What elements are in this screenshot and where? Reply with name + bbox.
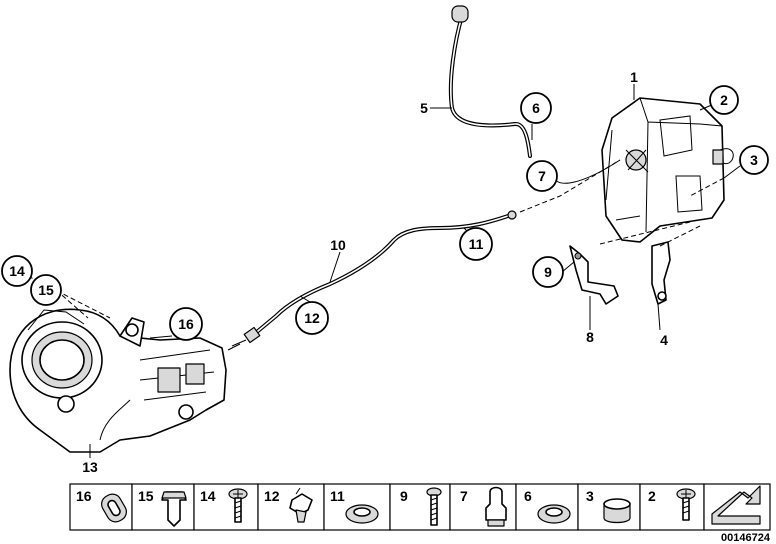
grommet-oval-icon — [101, 493, 127, 523]
callout-3-circle — [739, 145, 769, 175]
arrow-icon — [711, 485, 761, 525]
bracket-part-8 — [569, 245, 619, 305]
cap-icon — [603, 498, 631, 524]
bulb-socket-icon — [485, 486, 507, 527]
lever-part-4 — [651, 241, 671, 305]
callout-7: 7 — [538, 168, 546, 184]
strip-label-9: 9 — [400, 488, 408, 504]
strip-label-7: 7 — [460, 488, 468, 504]
reference-number: 00146724 — [721, 532, 771, 544]
screw-icon — [228, 488, 248, 523]
clip-nut-icon — [161, 491, 187, 527]
callout-11-circle — [459, 227, 493, 261]
strip-label-11: 11 — [330, 488, 345, 504]
callout-4: 4 — [660, 332, 668, 348]
callout-6-circle — [520, 92, 552, 124]
callout-8: 8 — [586, 329, 594, 345]
cable-part-10 — [227, 210, 517, 351]
strip-label-16: 16 — [76, 488, 92, 504]
strip-label-6: 6 — [524, 488, 532, 504]
door-lock-part-1 — [601, 97, 734, 243]
callout-10: 10 — [330, 237, 346, 253]
callout-16: 16 — [178, 316, 194, 332]
callout-16-circle — [169, 307, 203, 341]
grommet-icon — [537, 504, 571, 524]
strip-label-15: 15 — [138, 488, 154, 504]
cylinder-housing-part-13 — [9, 308, 227, 453]
callout-14: 14 — [9, 263, 25, 279]
screw-icon — [676, 488, 696, 521]
callout-12-circle — [295, 301, 329, 335]
strip-label-2: 2 — [648, 488, 656, 504]
screw-long-icon — [426, 487, 442, 526]
callout-9-circle — [532, 256, 564, 288]
callout-7-circle — [526, 160, 558, 192]
callout-15: 15 — [38, 282, 54, 298]
callout-11: 11 — [469, 236, 484, 252]
callout-12: 12 — [304, 310, 320, 326]
callout-labels: 1 2 3 4 5 6 7 8 9 10 11 12 13 14 15 16 — [1, 69, 769, 475]
callout-3: 3 — [750, 152, 758, 168]
strip-label-14: 14 — [200, 488, 216, 504]
callout-2-circle — [709, 85, 739, 115]
callout-14-circle — [1, 255, 33, 287]
callout-5: 5 — [420, 100, 428, 116]
callout-2: 2 — [720, 92, 728, 108]
callout-1: 1 — [630, 69, 638, 85]
rod-part-5 — [448, 5, 532, 158]
callout-9: 9 — [544, 264, 552, 280]
strip-label-3: 3 — [586, 488, 594, 504]
callout-15-circle — [30, 274, 62, 306]
callout-13: 13 — [82, 459, 98, 475]
grommet-icon — [345, 504, 379, 524]
callout-6: 6 — [532, 100, 540, 116]
parts-strip: 16 15 14 12 11 9 7 6 3 2 — [69, 483, 771, 544]
strip-label-12: 12 — [264, 488, 280, 504]
cable-clip-icon — [289, 487, 313, 523]
leader-lines — [27, 84, 741, 458]
